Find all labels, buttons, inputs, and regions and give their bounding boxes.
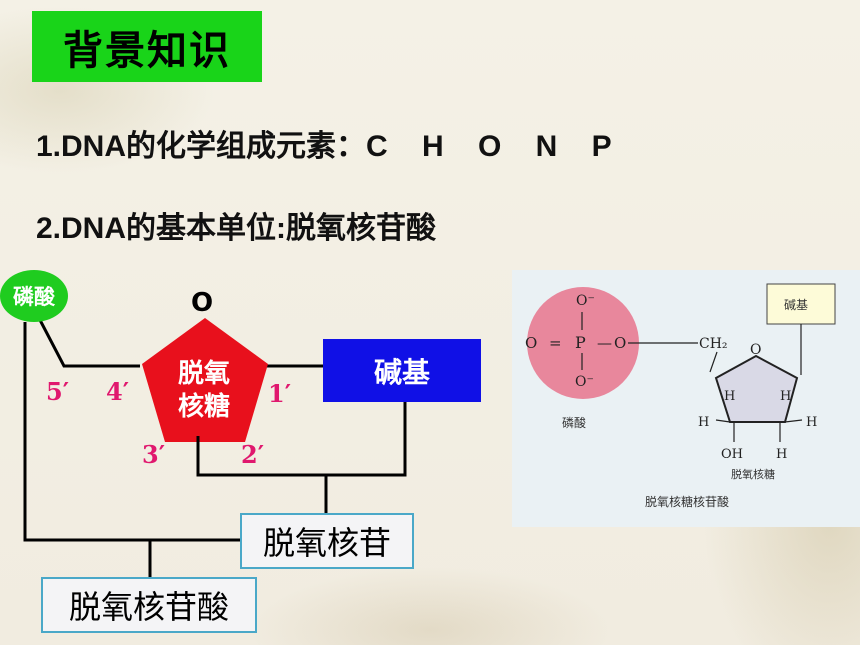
position-4-label: 4′ [106, 377, 130, 406]
line-elements: 1.DNA的化学组成元素：C H O N P [36, 121, 616, 165]
textbook-figure: O⁻ O = P — O O⁻ 磷酸 CH₂ O 碱基 H H H H OH H… [512, 270, 860, 527]
figure-caption: 脱氧核糖核苷酸 [645, 494, 729, 509]
figure-oh: OH [721, 447, 743, 462]
figure-o-right: O [614, 334, 626, 352]
phosphate-circle: 磷酸 [0, 270, 68, 322]
figure-h-5: H [776, 447, 787, 462]
figure-p: P [575, 333, 586, 352]
sugar-label: 脱氧 核糖 [147, 358, 261, 424]
nucleotide-diagram: 磷酸 O 脱氧 核糖 碱基 5′ 4′ 1′ 3′ 2′ 脱氧核苷 脱氧核苷酸 [0, 240, 500, 645]
line-basic-unit: 2.DNA的基本单位:脱氧核苷酸 [36, 212, 437, 245]
position-5-label: 5′ [46, 377, 70, 406]
line-elements-prefix: 1.DNA的化学组成元素： [36, 130, 367, 163]
figure-sugar-label: 脱氧核糖 [731, 467, 775, 481]
nucleoside-box: 脱氧核苷 [240, 513, 414, 569]
figure-ring-oxygen: O [750, 342, 761, 358]
sugar-label-line2: 核糖 [177, 392, 230, 422]
figure-o-left: O [525, 334, 537, 352]
figure-drawing: O⁻ O = P — O O⁻ 磷酸 CH₂ O 碱基 H H H H OH H… [525, 283, 836, 509]
diagram-lines [23, 318, 407, 578]
sugar-label-line1: 脱氧 [177, 359, 230, 389]
slide-title: 背景知识 [32, 11, 262, 82]
base-box: 碱基 [323, 339, 481, 402]
nucleotide-box: 脱氧核苷酸 [41, 577, 257, 633]
ring-oxygen-label: O [191, 288, 214, 318]
figure-h-3: H [698, 415, 709, 430]
svg-text:=: = [549, 334, 562, 352]
figure-h-2: H [780, 389, 791, 404]
figure-phosphate-label: 磷酸 [562, 415, 586, 430]
sugar-pentagon [142, 318, 268, 442]
position-2-label: 2′ [241, 440, 265, 469]
position-1-label: 1′ [268, 379, 292, 408]
figure-o-top: O⁻ [576, 293, 595, 309]
figure-o-bottom: O⁻ [575, 374, 594, 390]
figure-ch2: CH₂ [699, 336, 728, 352]
svg-text:—: — [597, 334, 612, 352]
position-3-label: 3′ [142, 440, 166, 469]
figure-base-label: 碱基 [784, 298, 808, 312]
figure-h-4: H [806, 415, 817, 430]
figure-h-1: H [724, 389, 735, 404]
figure-phosphate-circle [527, 287, 639, 399]
line-elements-list: C H O N P [366, 130, 616, 163]
